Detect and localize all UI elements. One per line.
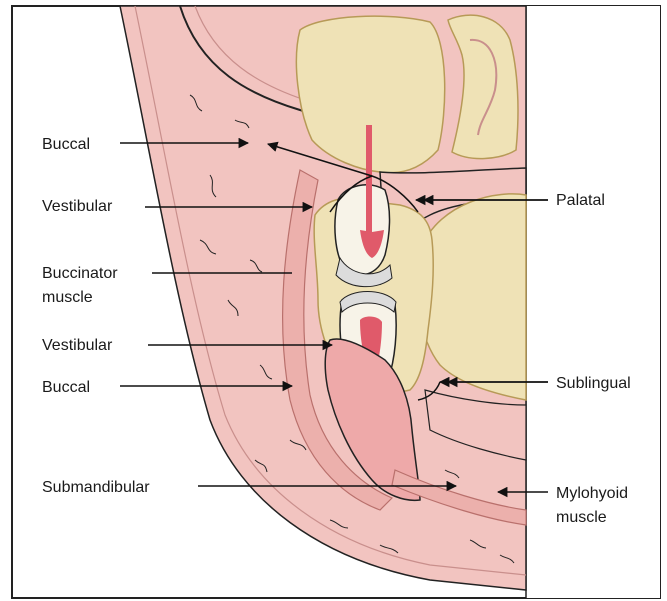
label-mylohyoid-line2: muscle xyxy=(556,509,607,526)
label-buccal-upper: Buccal xyxy=(42,136,90,153)
label-sublingual: Sublingual xyxy=(556,375,631,392)
label-vestibular-lower: Vestibular xyxy=(42,337,113,354)
label-palatal: Palatal xyxy=(556,192,605,209)
label-submandibular: Submandibular xyxy=(42,479,150,496)
label-buccinator-line1: Buccinator xyxy=(42,265,118,282)
upper-tooth xyxy=(335,185,390,275)
upper-root-canal xyxy=(366,125,372,235)
label-mylohyoid-line1: Mylohyoid xyxy=(556,485,628,502)
label-vestibular-upper: Vestibular xyxy=(42,198,113,215)
label-buccinator-line2: muscle xyxy=(42,289,93,306)
label-buccal-lower: Buccal xyxy=(42,379,90,396)
